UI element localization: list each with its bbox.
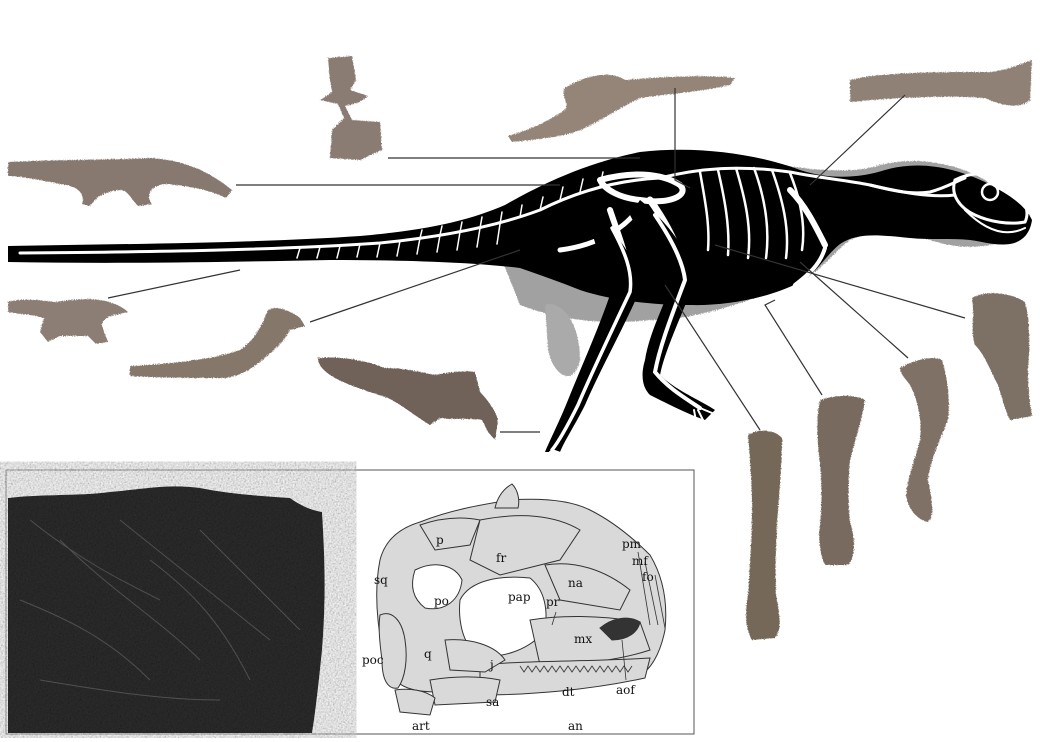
label-mx: mx [574, 632, 592, 646]
label-fr: fr [496, 551, 506, 565]
label-p: p [436, 533, 444, 547]
leader-tibia [765, 300, 822, 395]
hand-bones [800, 310, 828, 330]
label-aof: aof [616, 683, 636, 697]
label-q: q [424, 647, 432, 661]
label-art: art [412, 719, 430, 733]
label-prf: pr [546, 595, 560, 609]
label-sa: sa [486, 695, 499, 709]
label-fo: fo [642, 570, 654, 584]
specimen-vertebra-top [320, 56, 382, 160]
specimen-scapula-top [508, 75, 735, 142]
specimen-ischium [130, 308, 305, 378]
fossil-slab-photo [8, 486, 325, 733]
label-an: an [568, 719, 583, 733]
label-dt: dt [562, 685, 575, 699]
specimen-femur [746, 431, 782, 640]
specimen-hand-claws [318, 357, 498, 440]
label-sq: sq [374, 573, 388, 587]
specimen-ilium-top [850, 60, 1032, 106]
label-pm: pm [622, 537, 642, 551]
specimen-ulna [900, 358, 949, 522]
specimen-humerus-right [972, 293, 1032, 420]
label-po: po [434, 594, 449, 608]
leader-ulna [800, 262, 908, 358]
label-poc: poc [362, 653, 384, 667]
label-mf: mf [632, 554, 649, 568]
specimen-vertebra-left [8, 299, 128, 344]
specimen-tibia [817, 396, 865, 565]
label-pap: pap [508, 590, 531, 604]
specimen-pubis-left [8, 158, 232, 206]
leader-vertebra-left [108, 270, 240, 298]
label-na: na [568, 576, 583, 590]
inset-panel: p fr sq po pap pr na pm mf fo mx poc q j… [6, 470, 694, 734]
